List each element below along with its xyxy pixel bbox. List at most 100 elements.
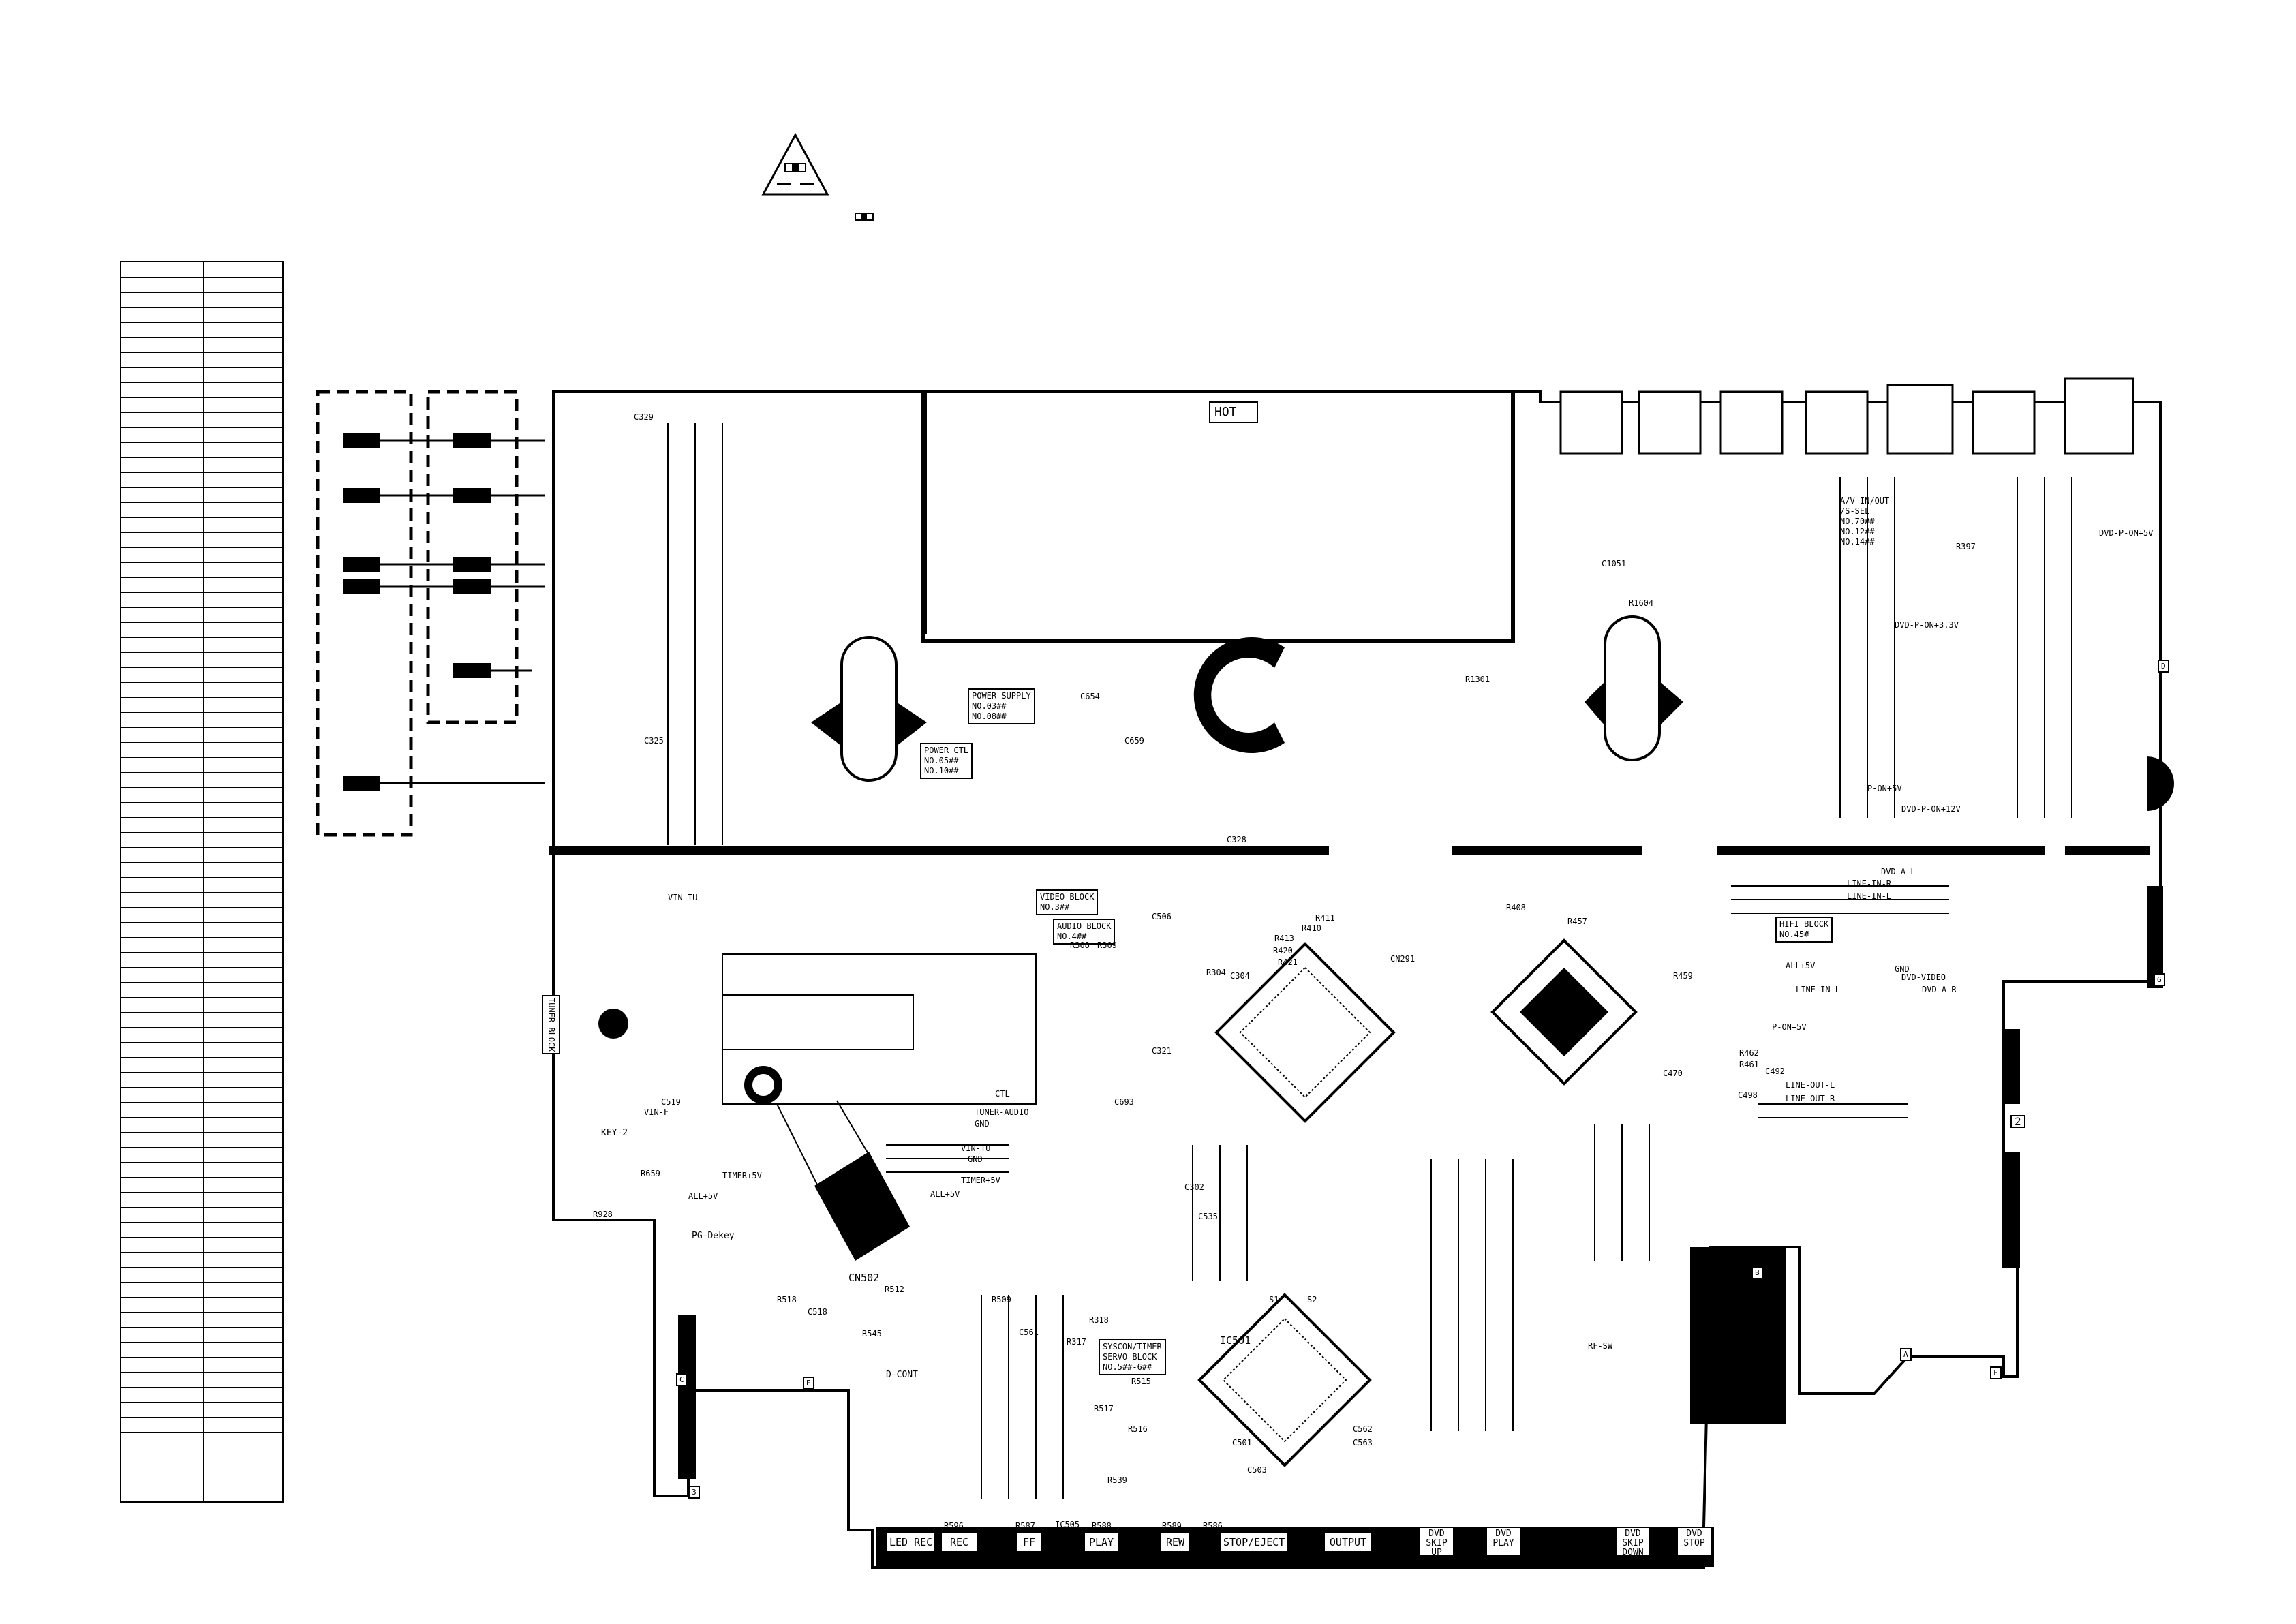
component-ref: R304: [1206, 968, 1226, 977]
index-table-row: [121, 1132, 282, 1133]
tp-marker-3: 3: [688, 1486, 700, 1499]
index-table-row: [121, 307, 282, 308]
index-table-row: [121, 1207, 282, 1208]
index-table-row: [121, 1222, 282, 1223]
rec-button[interactable]: REC: [940, 1532, 978, 1552]
index-table-row: [121, 1387, 282, 1388]
index-table-row: [121, 1312, 282, 1313]
component-ref: R1301: [1465, 675, 1490, 684]
signal-label: ALL+5V: [688, 1191, 718, 1201]
component-ref: R517: [1094, 1404, 1114, 1413]
tuner-block-label: TUNER BLOCK: [542, 995, 560, 1055]
component-ref: C470: [1663, 1069, 1683, 1078]
hot-label: HOT: [1214, 405, 1237, 419]
index-table-row: [121, 322, 282, 323]
signal-label: RF-SW: [1588, 1341, 1613, 1351]
index-table-row: [121, 1237, 282, 1238]
signal-label: ALL+5V: [1786, 961, 1816, 970]
index-table-row: [121, 922, 282, 923]
component-ref: C506: [1152, 912, 1172, 921]
signal-label: TUNER-AUDIO: [975, 1107, 1029, 1117]
index-table-row: [121, 967, 282, 968]
component-ref: R420: [1273, 946, 1293, 955]
play-button[interactable]: PLAY: [1084, 1532, 1119, 1552]
tp-marker-2: 2: [2010, 1115, 2025, 1128]
index-table-row: [121, 442, 282, 443]
index-table-row: [121, 1087, 282, 1088]
component-ref: R317: [1067, 1337, 1086, 1347]
index-table-row: [121, 502, 282, 503]
d-cont-label: D-CONT: [886, 1370, 918, 1380]
dvd-play-button[interactable]: DVD PLAY: [1486, 1527, 1521, 1557]
index-table-row: [121, 667, 282, 668]
index-table-row: [121, 1327, 282, 1328]
tp-marker-e: E: [803, 1377, 814, 1390]
index-table-row: [121, 1372, 282, 1373]
index-table-row: [121, 487, 282, 488]
index-table-row: [121, 547, 282, 548]
index-table-row: [121, 1252, 282, 1253]
ic-diamond-3: [1197, 1293, 1372, 1467]
signal-label: DVD-P-ON+5V: [2099, 528, 2154, 538]
index-table-row: [121, 562, 282, 563]
component-ref: R308: [1070, 940, 1090, 950]
index-table-row: [121, 1342, 282, 1343]
signal-label: ALL+5V: [930, 1189, 960, 1199]
index-table-row: [121, 337, 282, 338]
dvd-stop-button[interactable]: DVD STOP: [1677, 1527, 1712, 1557]
led-rec-button[interactable]: LED REC: [886, 1532, 935, 1552]
component-ref: C503: [1247, 1465, 1267, 1475]
index-table-row: [121, 457, 282, 458]
index-table-row: [121, 682, 282, 683]
index-table-row: [121, 712, 282, 713]
component-ref: R587: [1015, 1521, 1035, 1531]
index-table-row: [121, 727, 282, 728]
index-table-row: [121, 1402, 282, 1403]
cn291-label: CN291: [1390, 954, 1415, 964]
warning-triangle-icon: [761, 132, 829, 196]
component-ref: R586: [1203, 1521, 1223, 1531]
component-ref: S2: [1307, 1295, 1317, 1304]
ff-button[interactable]: FF: [1015, 1532, 1043, 1552]
component-ref: R545: [862, 1329, 882, 1338]
rew-button[interactable]: REW: [1160, 1532, 1191, 1552]
tp-marker-d: D: [2158, 660, 2169, 673]
index-table-row: [121, 352, 282, 353]
bottom-black-bar: [876, 1527, 1714, 1567]
component-ref: C563: [1353, 1438, 1373, 1447]
stop-eject-button[interactable]: STOP/EJECT: [1220, 1532, 1288, 1552]
component-ref: C304: [1230, 971, 1250, 981]
signal-label: DVD-A-R: [1922, 985, 1957, 994]
component-ref: C654: [1080, 692, 1100, 701]
component-ref: R512: [885, 1285, 904, 1294]
index-table-row: [121, 1267, 282, 1268]
output-button[interactable]: OUTPUT: [1323, 1532, 1373, 1552]
component-ref: S1: [1269, 1295, 1279, 1304]
index-table-row: [121, 1147, 282, 1148]
component-ref: R516: [1128, 1424, 1148, 1434]
dvd-skip-up-button[interactable]: DVD SKIP UP: [1419, 1527, 1454, 1558]
index-table-row: [121, 637, 282, 638]
signal-label: LINE-OUT-L: [1786, 1080, 1835, 1090]
dvd-skip-down-button[interactable]: DVD SKIP DOWN: [1615, 1527, 1651, 1558]
index-table-row: [121, 277, 282, 278]
tp-marker-b: B: [1751, 1266, 1763, 1279]
index-table-row: [121, 802, 282, 803]
oval-hole-left: [840, 636, 898, 782]
index-table-row: [121, 997, 282, 998]
component-ref: R421: [1278, 957, 1298, 967]
index-table-row: [121, 1417, 282, 1418]
component-ref: C498: [1738, 1090, 1758, 1100]
index-table-row: [121, 787, 282, 788]
ic-diamond-2: [1490, 938, 1638, 1086]
index-table-row: [121, 1042, 282, 1043]
connector-bottom-black: [1690, 1247, 1786, 1424]
index-table-row: [121, 1297, 282, 1298]
index-table-row: [121, 1102, 282, 1103]
signal-label: GND: [975, 1119, 990, 1129]
index-table-row: [121, 1012, 282, 1013]
black-dot: [598, 1009, 628, 1039]
signal-label: LINE-OUT-R: [1786, 1094, 1835, 1103]
video-block-label: VIDEO BLOCK NO.3##: [1036, 889, 1099, 915]
signal-label: CTL: [995, 1089, 1010, 1099]
